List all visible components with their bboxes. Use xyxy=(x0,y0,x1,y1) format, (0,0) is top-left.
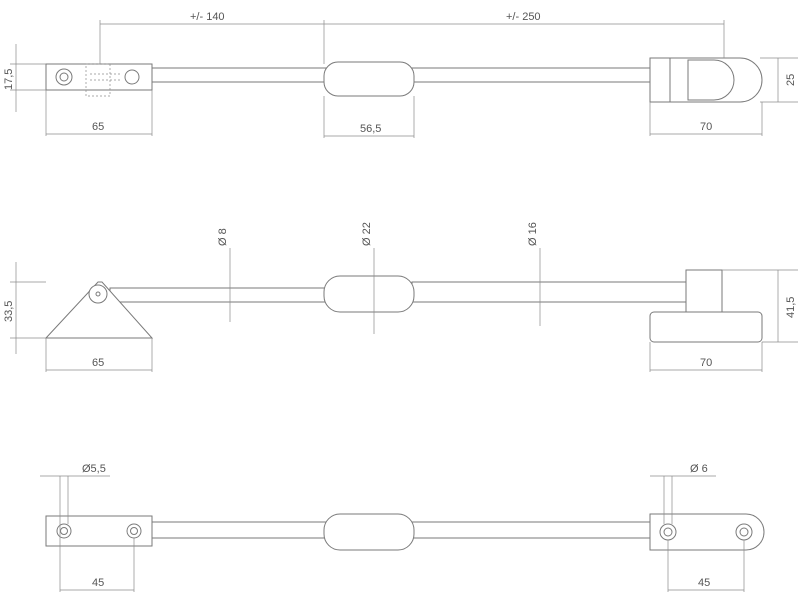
top-left-pivot xyxy=(124,69,140,85)
side-rod-left xyxy=(109,287,327,303)
side-view: Ø 8 Ø 22 Ø 16 33,5 41,5 65 70 xyxy=(3,222,798,372)
top-right-cap xyxy=(687,59,735,101)
bottom-left-hole-1-inner xyxy=(60,527,68,535)
dim-side-dia-sleeve: Ø 22 xyxy=(361,222,373,246)
dim-side-right-height: 41,5 xyxy=(785,297,797,318)
side-right-post xyxy=(685,269,723,313)
bottom-view: Ø5,5 Ø 6 45 45 xyxy=(40,463,765,592)
top-right-plate xyxy=(649,57,671,103)
bottom-sleeve xyxy=(323,513,415,551)
bottom-rod-left xyxy=(149,521,327,539)
dim-top-left-width: 65 xyxy=(92,121,104,133)
dim-side-right-width: 70 xyxy=(700,357,712,369)
dim-top-right-span: +/- 250 xyxy=(506,11,541,23)
side-right-plate xyxy=(649,311,763,343)
bottom-right-hole-1-inner xyxy=(663,527,673,537)
side-left-pivot-dot xyxy=(95,291,101,297)
dim-bottom-spacing-left: 45 xyxy=(92,577,104,589)
dim-side-left-width: 65 xyxy=(92,357,104,369)
top-rod-left xyxy=(147,67,327,83)
bottom-right-plate xyxy=(649,513,765,551)
side-rod-right xyxy=(411,281,691,303)
dim-bottom-hole-left: Ø5,5 xyxy=(82,463,106,475)
side-left-triangle xyxy=(44,281,154,339)
dim-bottom-spacing-right: 45 xyxy=(698,577,710,589)
bottom-left-hole-2-inner xyxy=(130,527,138,535)
dim-top-left-height: 17,5 xyxy=(3,69,15,90)
dim-top-right-width: 70 xyxy=(700,121,712,133)
side-sleeve xyxy=(323,275,415,313)
dim-side-dia-rod-right: Ø 16 xyxy=(527,222,539,246)
bottom-rod-right xyxy=(411,521,653,539)
bottom-right-hole-2-inner xyxy=(739,527,749,537)
dim-side-left-height: 33,5 xyxy=(3,301,15,322)
dim-side-dia-rod-left: Ø 8 xyxy=(217,228,229,246)
top-sleeve xyxy=(323,61,415,97)
top-left-hole-inner xyxy=(59,72,69,82)
dim-bottom-hole-right: Ø 6 xyxy=(690,463,708,475)
top-rod-right xyxy=(411,67,653,83)
dim-top-sleeve-width: 56,5 xyxy=(360,123,381,135)
dim-top-left-span: +/- 140 xyxy=(190,11,225,23)
dim-top-right-height: 25 xyxy=(785,74,797,86)
top-view: +/- 140 +/- 250 17,5 25 65 56,5 70 xyxy=(3,11,798,138)
